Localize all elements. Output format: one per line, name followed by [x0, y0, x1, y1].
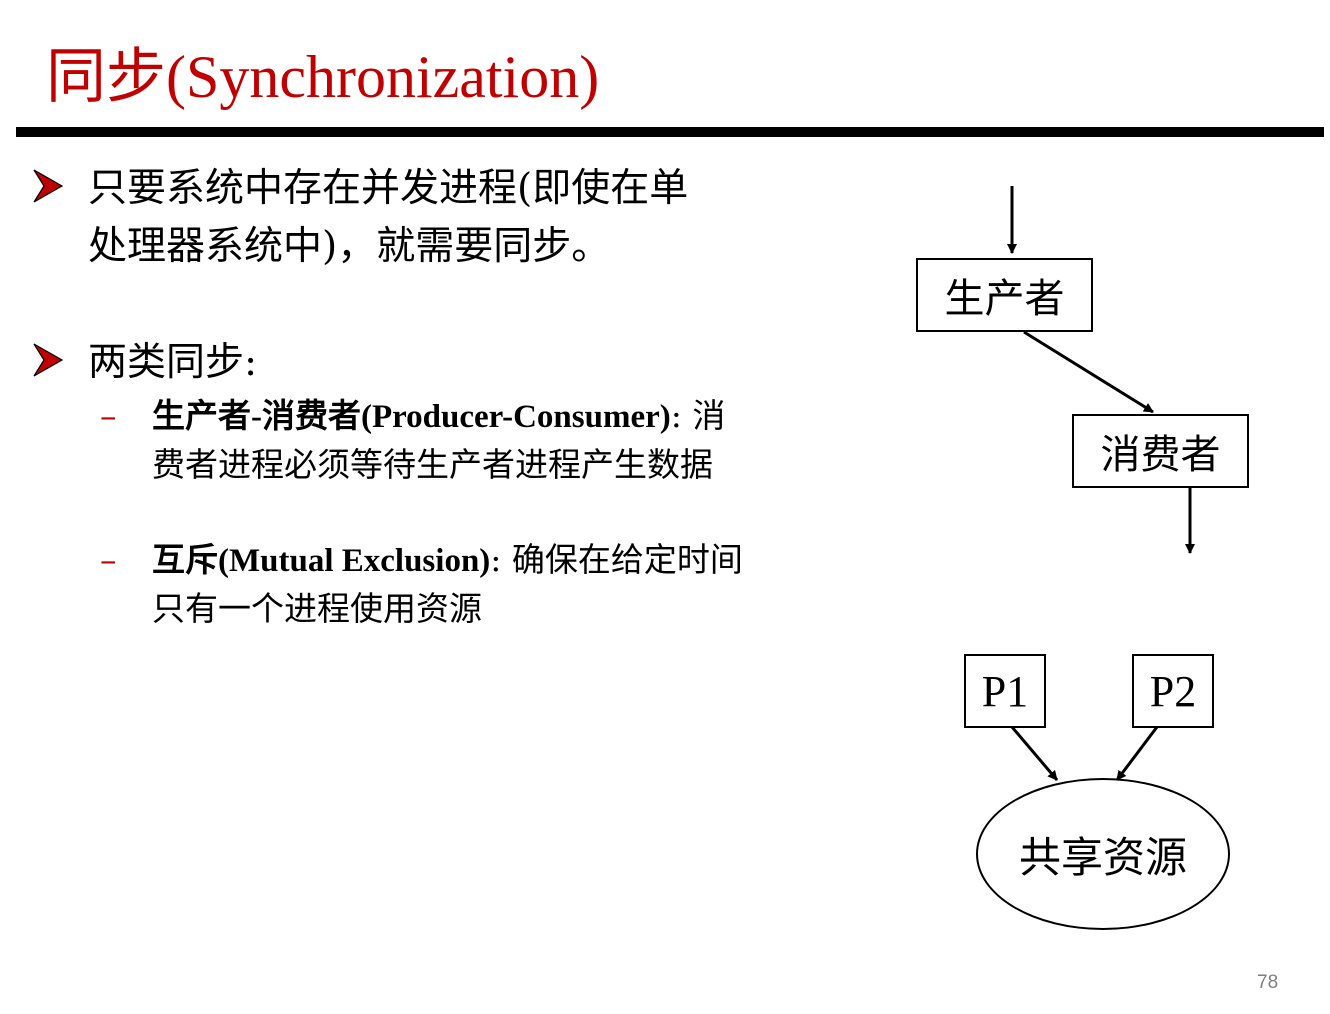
process-p2-box: P2 [1132, 654, 1214, 728]
arrow-p1-to-resource [1010, 726, 1059, 781]
dash-marker: – [100, 396, 117, 435]
sub-bullet-text: : 确保在给定时间 [490, 540, 743, 579]
sub-bullet-text: 只有一个进程使用资源 [152, 589, 482, 628]
consumer-box: 消费者 [1072, 414, 1249, 488]
dash-marker: – [100, 540, 117, 579]
arrow-producer-to-consumer [1023, 330, 1154, 414]
bullet-line: 两类同步: [88, 340, 258, 385]
term-mutual-exclusion: 互斥(Mutual Exclusion) [152, 543, 491, 579]
producer-box: 生产者 [916, 258, 1093, 332]
sub-bullet-mutual-exclusion: – 互斥(Mutual Exclusion): 确保在给定时间 只有一个进程使用… [100, 536, 743, 633]
bullet-line: 只要系统中存在并发进程(即使在单 [88, 166, 689, 211]
bullet-sync-types: 两类同步: [32, 334, 257, 392]
term-producer-consumer: 生产者-消费者(Producer-Consumer) [152, 399, 671, 435]
sub-bullet-text: : 消 [670, 396, 726, 435]
process-p1-box: P1 [964, 654, 1046, 728]
bullet-concurrency: 只要系统中存在并发进程(即使在单 处理器系统中)，就需要同步。 [32, 160, 688, 276]
sub-bullet-text: 费者进程必须等待生产者进程产生数据 [152, 445, 713, 484]
sub-bullet-producer-consumer: – 生产者-消费者(Producer-Consumer): 消 费者进程必须等待… [100, 392, 725, 489]
shared-resource-ellipse: 共享资源 [976, 778, 1230, 930]
bullet-arrow-icon [32, 160, 88, 276]
bullet-line: 处理器系统中)，就需要同步。 [88, 224, 611, 269]
title-divider [16, 127, 1324, 137]
page-number: 78 [1257, 972, 1279, 993]
arrow-p2-to-resource [1115, 726, 1159, 781]
slide-title: 同步(Synchronization) [46, 44, 600, 110]
bullet-arrow-icon [32, 334, 88, 392]
